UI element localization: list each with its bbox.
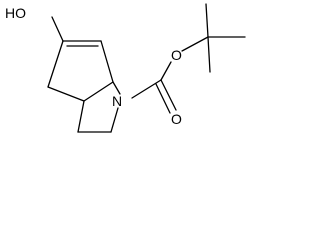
bond-ch2-junction: [77, 100, 85, 133]
bond-carbonyl-ester-o: [160, 61, 172, 81]
bond-tbu-methyl-top: [205, 3, 209, 38]
bond-ring-junction: [83, 81, 114, 102]
bond-ester-o-tbu: [181, 36, 209, 52]
bond-junction-n: [112, 81, 121, 95]
bond-n-ch2: [110, 107, 119, 133]
chemical-structure: HO N O O: [5, 3, 246, 133]
bond-carbonyl-double-inner: [155, 83, 171, 114]
bond-tbu-methyl-bottom: [207, 36, 211, 73]
bond-ring-top-junction: [100, 40, 114, 83]
atom-label-hydroxyl: HO: [5, 5, 26, 21]
bond-n-carbonyl: [131, 79, 162, 99]
atom-label-carbonyl-oxygen: O: [171, 111, 182, 127]
bond-c-oh: [51, 16, 64, 42]
bond-cOH-ringA: [47, 40, 64, 88]
atom-label-ester-oxygen: O: [171, 47, 182, 63]
bond-carbonyl-double: [160, 79, 177, 111]
bond-ring-left-junction: [47, 86, 85, 102]
atom-label-nitrogen: N: [112, 93, 122, 109]
